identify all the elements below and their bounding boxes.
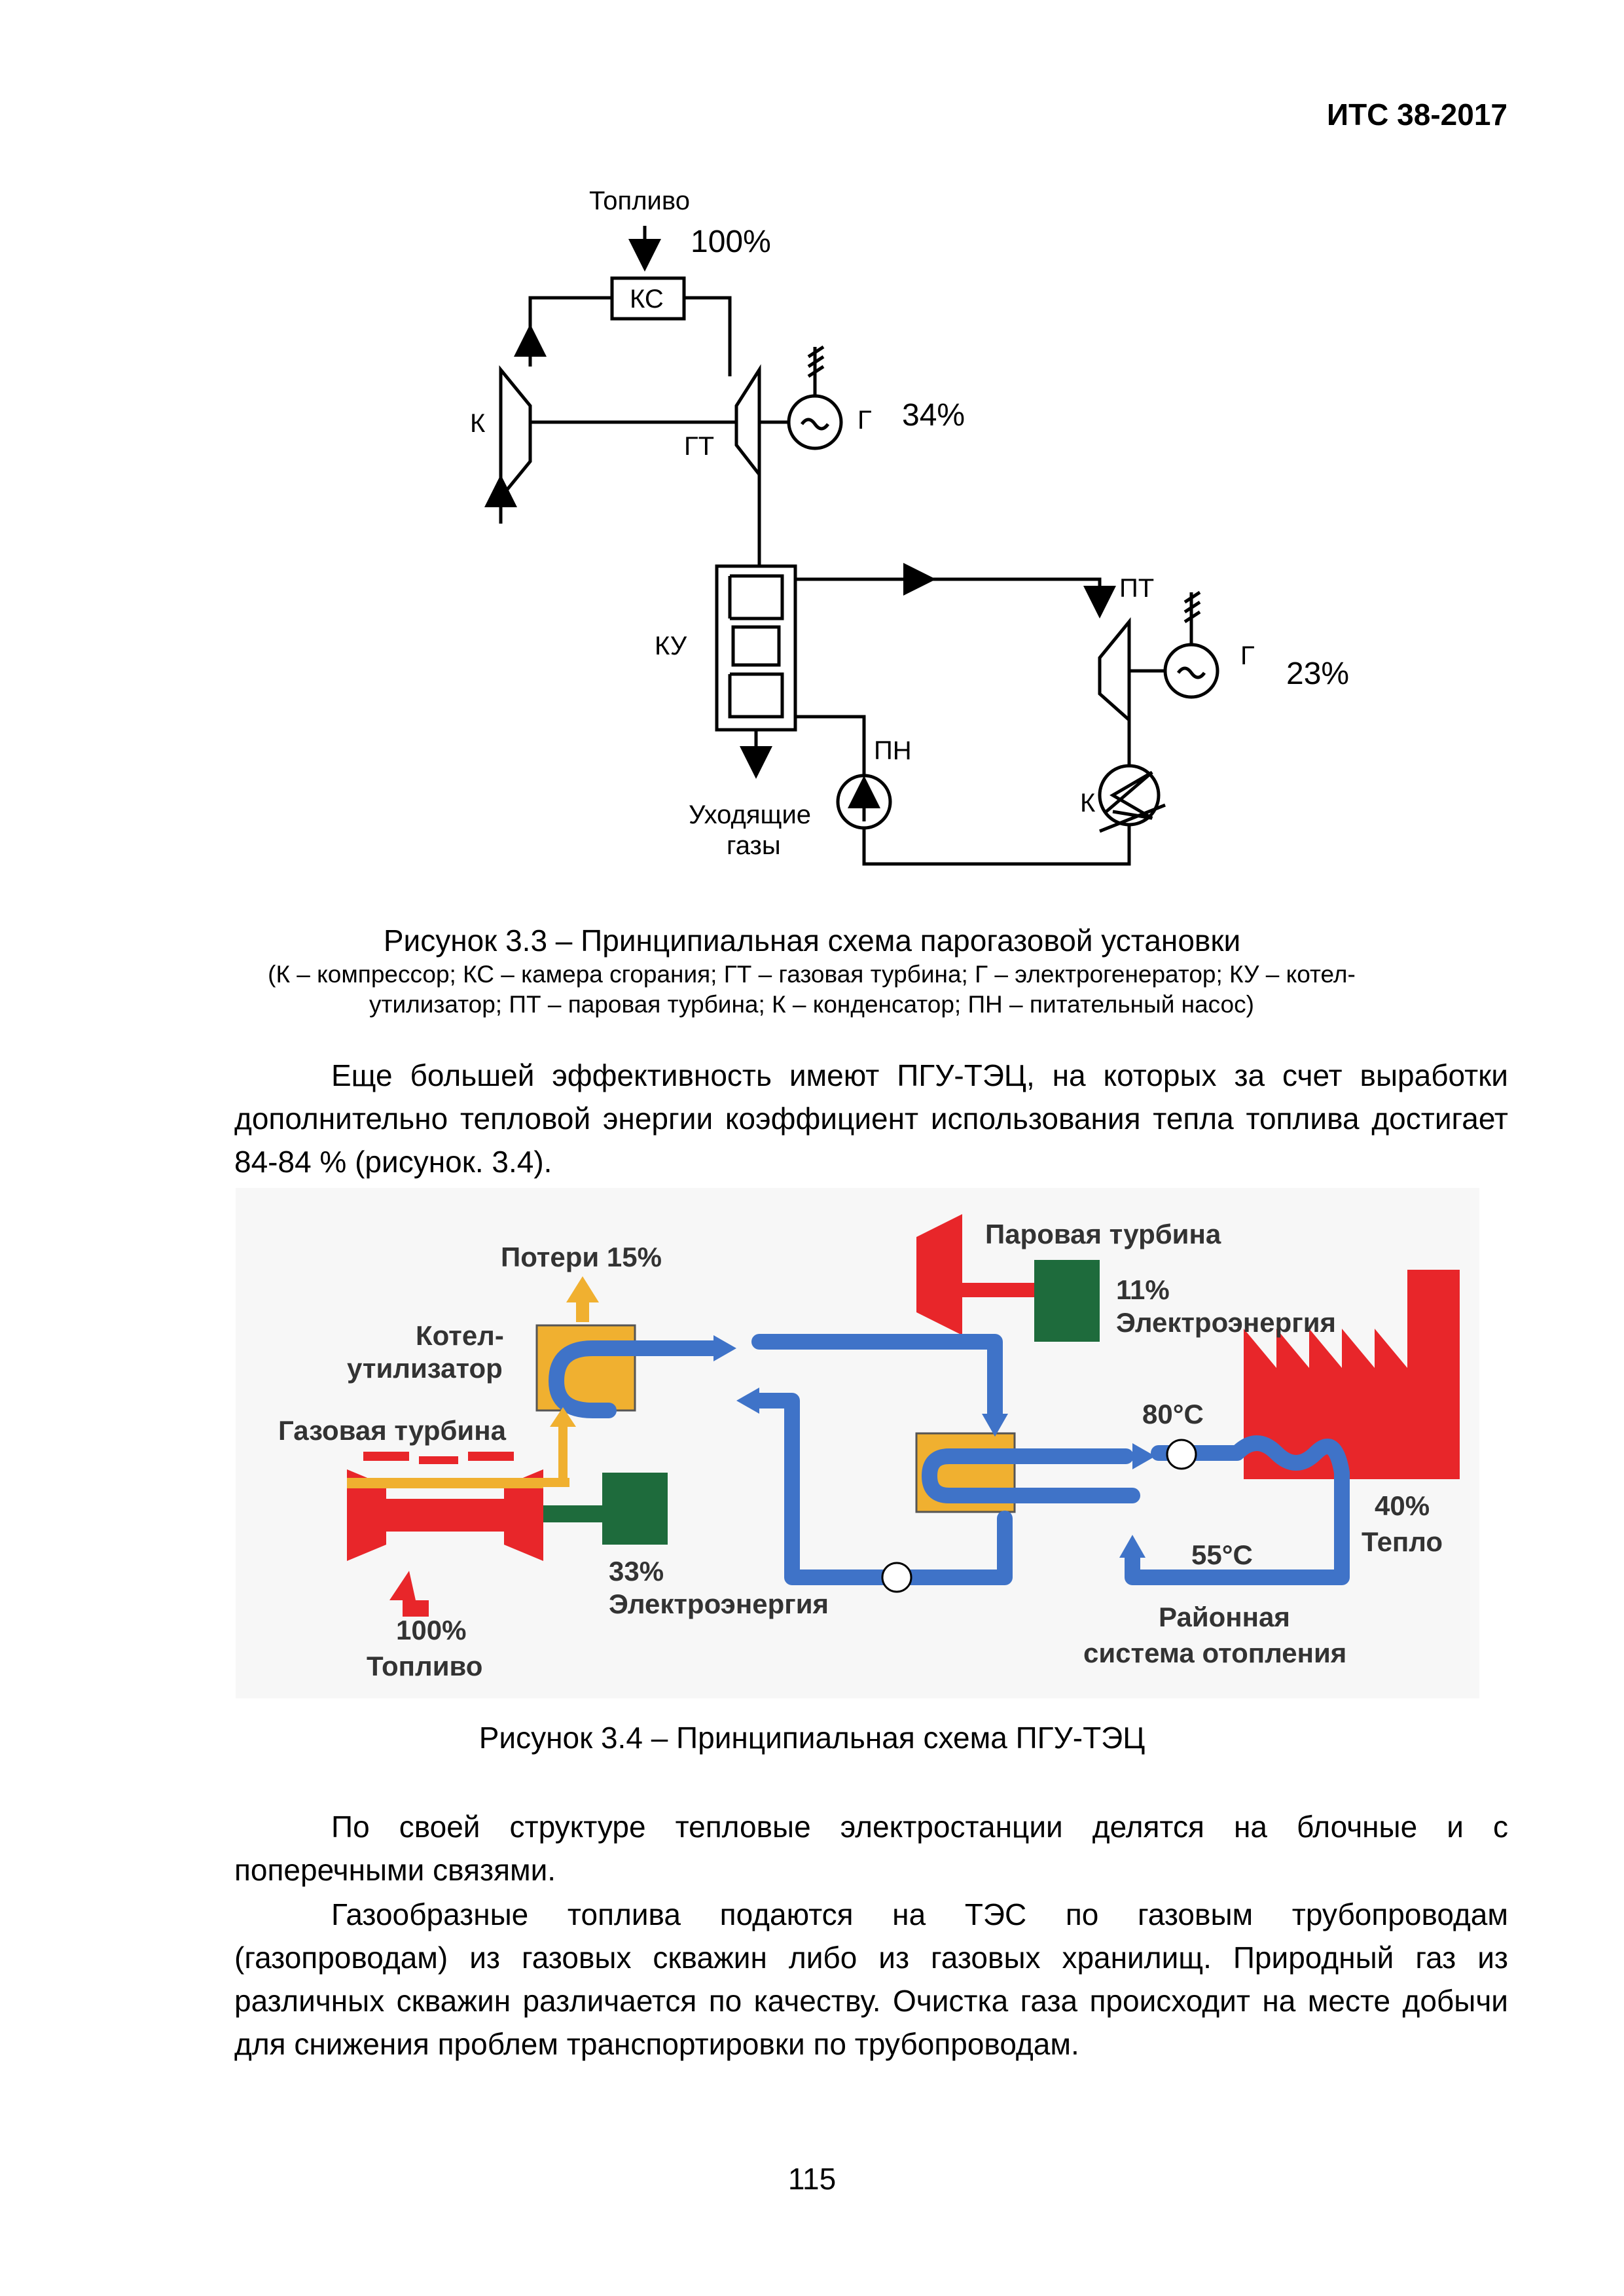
- document-code: ИТС 38-2017: [1327, 98, 1507, 132]
- label-exhaust-1: Уходящие: [689, 800, 811, 829]
- district-heating-loop: [1125, 1435, 1350, 1585]
- steam-turbine-shape-2: [916, 1214, 962, 1335]
- label-ku: КУ: [655, 632, 687, 660]
- return-line: [751, 1393, 1013, 1585]
- f2-temp55: 55°С: [1191, 1539, 1253, 1570]
- generator-11-shape: [1034, 1260, 1100, 1342]
- condensate-line: [862, 825, 1131, 866]
- f2-fuel-pct: 100%: [396, 1615, 466, 1645]
- steam-to-exchanger-line: [751, 1334, 1003, 1422]
- feedwater-line: [795, 715, 866, 776]
- paragraph-2-text: По своей структуре тепловые электростанц…: [234, 1810, 1508, 1887]
- label-pn: ПН: [874, 736, 912, 765]
- f2-district-2: система отопления: [1083, 1638, 1346, 1668]
- losses-arrow: [566, 1276, 599, 1322]
- boiler-loop: [549, 1340, 721, 1418]
- paragraph-1: Еще большей эффективность имеют ПГУ-ТЭЦ,…: [234, 1054, 1508, 1183]
- paragraph-3-text: Газообразные топлива подаются на ТЭС по …: [234, 1897, 1508, 2061]
- f2-gas-turbine: Газовая турбина: [278, 1415, 507, 1446]
- exchanger-loop: [922, 1448, 1140, 1503]
- label-g2: Г: [1240, 641, 1255, 670]
- label-ks: КС: [630, 285, 664, 314]
- label-pt: ПТ: [1119, 574, 1154, 603]
- label-exhaust-2: газы: [727, 831, 781, 860]
- figure-3-3-schematic: Топливо 100% КС К ГТ Г 34% КУ ПТ Г 23% П…: [470, 187, 1349, 866]
- label-gt: ГТ: [684, 432, 714, 461]
- f2-elec33-pct: 33%: [609, 1556, 664, 1587]
- label-gen1-pct: 34%: [902, 398, 965, 433]
- f2-losses: Потери 15%: [501, 1242, 662, 1272]
- figure-3-3-legend: (К – компрессор; КС – камера сгорания; Г…: [268, 961, 1356, 1018]
- f2-steam-turbine: Паровая турбина: [985, 1219, 1221, 1249]
- f2-district-1: Районная: [1159, 1602, 1290, 1632]
- f2-elec33-label: Электроэнергия: [609, 1588, 829, 1619]
- f2-elec11-label: Электроэнергия: [1116, 1307, 1336, 1338]
- paragraph-1-text: Еще большей эффективность имеют ПГУ-ТЭЦ,…: [234, 1058, 1508, 1179]
- f2-fuel-label: Топливо: [367, 1651, 482, 1681]
- compressor-shape: [499, 365, 532, 503]
- f2-temp80: 80°С: [1142, 1399, 1204, 1429]
- f2-boiler-1: Котел-: [416, 1320, 504, 1351]
- gas-turbine-shape-2: [347, 1469, 386, 1561]
- generator-33-shape: [602, 1473, 668, 1545]
- paragraph-2: По своей структуре тепловые электростанц…: [234, 1805, 1508, 1892]
- label-fuel: Топливо: [589, 187, 690, 215]
- label-compressor: К: [470, 409, 486, 438]
- label-fuel-pct: 100%: [691, 224, 771, 259]
- figure-3-4-caption: Рисунок 3.4 – Принципиальная схема ПГУ-Т…: [478, 1721, 1146, 1755]
- f2-heat-label: Тепло: [1362, 1526, 1443, 1557]
- label-gen2-pct: 23%: [1286, 656, 1349, 691]
- f2-boiler-2: утилизатор: [347, 1353, 503, 1384]
- paragraph-3: Газообразные топлива подаются на ТЭС по …: [234, 1893, 1508, 2066]
- gas-line: [684, 296, 732, 376]
- label-g1: Г: [857, 406, 872, 435]
- heat-consumer-shape: [1244, 1270, 1460, 1479]
- figure-3-4-diagram: Потери 15% Котел- утилизатор Газовая тур…: [278, 1214, 1460, 1681]
- figure-3-3-caption: Рисунок 3.3 – Принципиальная схема парог…: [383, 924, 1241, 958]
- f2-elec11-pct: 11%: [1116, 1274, 1170, 1305]
- fuel-arrow-2: [389, 1571, 429, 1617]
- page-number: 115: [787, 2162, 837, 2196]
- label-condenser: К: [1080, 789, 1096, 817]
- f2-heat-pct: 40%: [1375, 1490, 1430, 1521]
